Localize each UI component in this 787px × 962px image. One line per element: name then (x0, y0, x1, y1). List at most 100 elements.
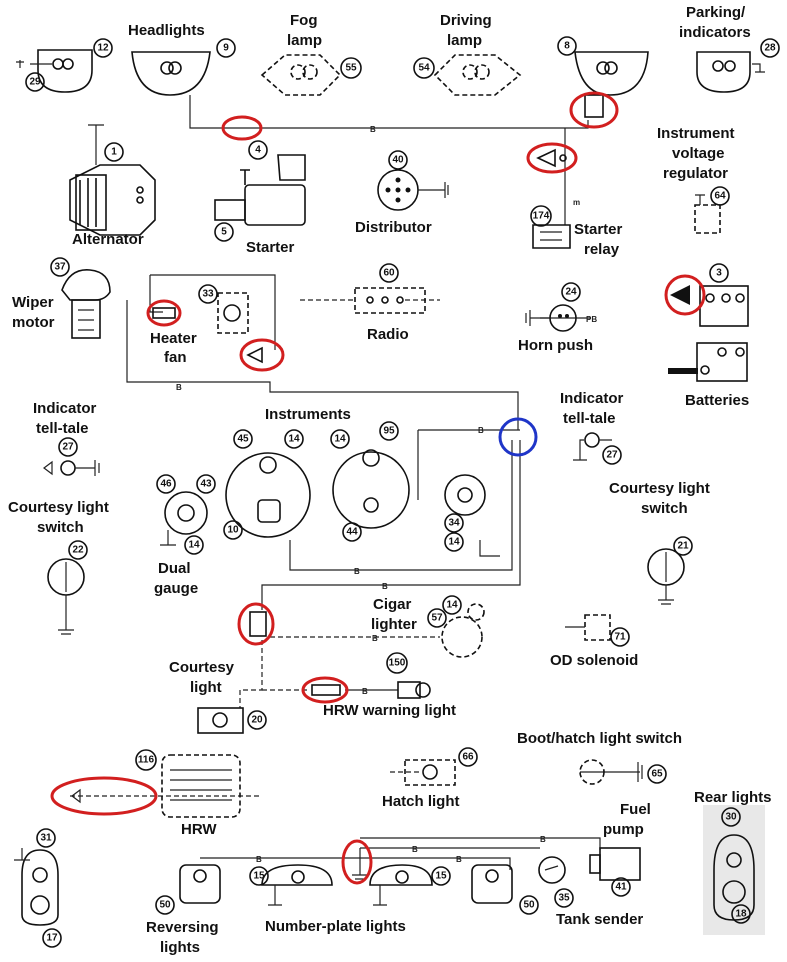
wire-label-m: m (573, 198, 580, 207)
label-batteries: Batteries (685, 392, 749, 409)
svg-text:116: 116 (138, 755, 155, 766)
label-fuel-pump-2: pump (603, 821, 644, 838)
headlight-right (574, 51, 649, 118)
parking-light-right: Parking/ indicators (679, 4, 765, 93)
badge-8: 8 (557, 36, 577, 56)
badge-14b: 14 (330, 429, 350, 449)
label-ind-right-1: Indicator (560, 390, 624, 407)
badge-21: 21 (673, 536, 693, 556)
label-hrw-warning: HRW warning light (323, 702, 456, 719)
label-driving-1: Driving (440, 12, 492, 29)
badge-46: 46 (156, 474, 176, 494)
svg-text:35: 35 (558, 893, 570, 904)
badge-50b: 50 (519, 895, 539, 915)
svg-text:15: 15 (253, 871, 265, 882)
svg-text:27: 27 (62, 442, 74, 453)
dual-gauge: Dual gauge (154, 491, 208, 597)
svg-text:15: 15 (435, 871, 447, 882)
label-reversing-1: Reversing (146, 919, 219, 936)
svg-text:14: 14 (448, 537, 460, 548)
hrw-warning-light: HRW warning light (311, 681, 456, 719)
badge-64: 64 (710, 186, 730, 206)
badge-55: 55 (340, 57, 362, 79)
svg-text:4: 4 (255, 145, 261, 156)
badge-33: 33 (198, 284, 218, 304)
svg-text:55: 55 (345, 63, 357, 74)
wire-label-b: B (412, 845, 418, 854)
svg-text:95: 95 (383, 426, 395, 437)
starter-relay: Starter relay (532, 221, 623, 258)
svg-text:9: 9 (223, 43, 229, 54)
red-highlight (664, 274, 706, 316)
svg-text:37: 37 (54, 262, 66, 273)
label-distributor: Distributor (355, 219, 432, 236)
wire-label-b: B (354, 567, 360, 576)
badge-116: 116 (135, 749, 157, 771)
svg-text:28: 28 (764, 43, 776, 54)
badge-17: 17 (42, 928, 62, 948)
label-parking-2: indicators (679, 24, 751, 41)
label-driving-2: lamp (447, 32, 482, 49)
red-highlight (146, 299, 182, 327)
horn-push: Horn push (518, 304, 593, 354)
heater-fan: Heater fan (150, 292, 263, 366)
instrument-voltage-regulator: Instrument voltage regulator (657, 125, 735, 234)
rear-light-left (14, 848, 59, 926)
wire-label-b: B (382, 582, 388, 591)
svg-text:12: 12 (97, 43, 109, 54)
label-number-plate: Number-plate lights (265, 918, 406, 935)
badge-5: 5 (214, 222, 234, 242)
svg-text:57: 57 (431, 613, 443, 624)
fog-lamp: Fog lamp (260, 12, 342, 96)
svg-text:30: 30 (725, 812, 737, 823)
badge-22: 22 (68, 540, 88, 560)
badge-9: 9 (216, 38, 236, 58)
svg-text:54: 54 (418, 63, 430, 74)
badge-3: 3 (709, 263, 729, 283)
badge-14c: 14 (444, 532, 464, 552)
svg-text:5: 5 (221, 227, 227, 238)
badge-15a: 15 (249, 866, 269, 886)
badge-65: 65 (647, 764, 667, 784)
label-instruments: Instruments (265, 406, 351, 423)
indicator-telltale-right: Indicator tell-tale (560, 390, 624, 461)
badge-12: 12 (93, 38, 113, 58)
label-starter-relay-1: Starter (574, 221, 623, 238)
label-cigar-1: Cigar (373, 596, 412, 613)
courtesy-switch-left: Courtesy light switch (8, 499, 109, 635)
badge-45: 45 (233, 429, 253, 449)
badge-4: 4 (248, 140, 268, 160)
svg-text:10: 10 (227, 525, 239, 536)
badge-10: 10 (223, 520, 243, 540)
label-horn-push: Horn push (518, 337, 593, 354)
badge-28: 28 (760, 38, 780, 58)
number-plate-lights: Number-plate lights (261, 848, 433, 935)
label-ind-left-1: Indicator (33, 400, 97, 417)
wiper-motor: Wiper motor (12, 269, 111, 339)
red-highlight (237, 602, 275, 646)
badge-30: 30 (721, 807, 741, 827)
svg-text:50: 50 (523, 900, 535, 911)
badge-57: 57 (427, 608, 447, 628)
label-parking-1: Parking/ (686, 4, 746, 21)
label-wiper-2: motor (12, 314, 55, 331)
label-dual-gauge-2: gauge (154, 580, 198, 597)
badge-71: 71 (610, 627, 630, 647)
badge-150: 150 (386, 652, 408, 674)
label-starter: Starter (246, 239, 295, 256)
badge-31: 31 (36, 828, 56, 848)
label-fog-1: Fog (290, 12, 318, 29)
wire-label-b: B (362, 687, 368, 696)
label-alternator: Alternator (72, 231, 144, 248)
label-ind-left-2: tell-tale (36, 420, 89, 437)
svg-text:22: 22 (72, 545, 84, 556)
svg-text:14: 14 (446, 600, 458, 611)
label-ivr-1: Instrument (657, 125, 735, 142)
courtesy-switch-right: Courtesy light switch (609, 480, 710, 605)
label-starter-relay-2: relay (584, 241, 620, 258)
tank-sender: Tank sender (538, 856, 643, 928)
badge-95: 95 (379, 421, 399, 441)
badge-14d: 14 (184, 535, 204, 555)
svg-text:14: 14 (288, 434, 300, 445)
